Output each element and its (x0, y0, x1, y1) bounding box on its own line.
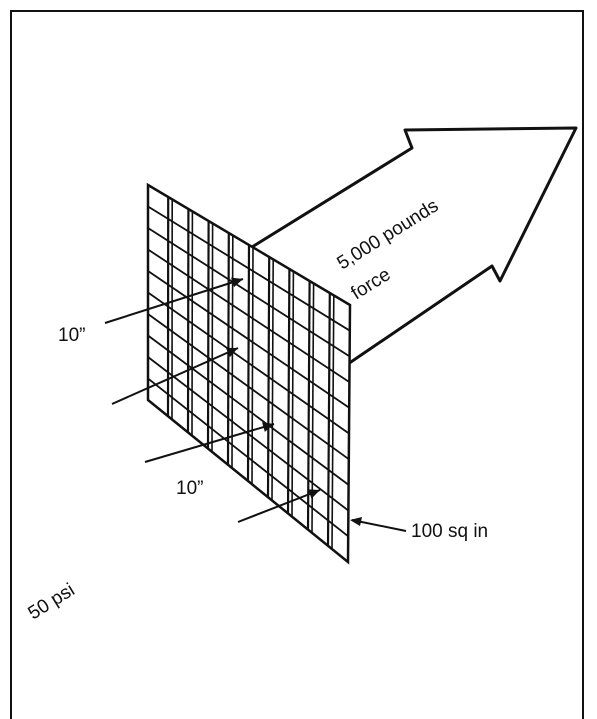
area-pointer-head (350, 517, 362, 526)
pressure-arrow-shaft (237, 489, 321, 523)
plate-grid-vertical (306, 280, 311, 530)
pressure-arrows (104, 277, 321, 523)
plate-grid-horizontal (147, 313, 350, 460)
force-arrow (251, 126, 578, 368)
pressure-arrow-shaft (144, 423, 275, 463)
plate-grid-vertical (266, 256, 271, 498)
plate-grid-vertical (331, 294, 335, 549)
force-label-line2: force (348, 264, 395, 304)
plate-grid-horizontal (147, 291, 350, 435)
plate-grid-horizontal (147, 377, 349, 538)
area-pointer-line (351, 519, 407, 532)
pressure-arrow-head (307, 489, 320, 499)
plate-grid-vertical (286, 268, 291, 514)
area-label: 100 sq in (411, 521, 488, 542)
pressure-arrow-shaft (104, 278, 244, 324)
plate-grid-vertical (291, 270, 295, 517)
force-label-line1: 5,000 pounds (334, 195, 443, 274)
side-label-vertical: 10” (58, 325, 85, 346)
plate-grid-vertical (271, 258, 275, 501)
figure-frame (10, 10, 584, 719)
side-label-horizontal: 10” (176, 478, 203, 499)
plate-grid-horizontal (147, 334, 350, 486)
pressure-arrow-head (231, 277, 243, 288)
pressure-arrow-head (262, 422, 274, 432)
pressure-arrow-head (225, 347, 238, 358)
pressure-label: 50 psi (25, 580, 79, 625)
pressure-arrow-shaft (111, 347, 239, 405)
plate-grid-horizontal (147, 356, 349, 512)
plate-grid-vertical (326, 292, 331, 546)
